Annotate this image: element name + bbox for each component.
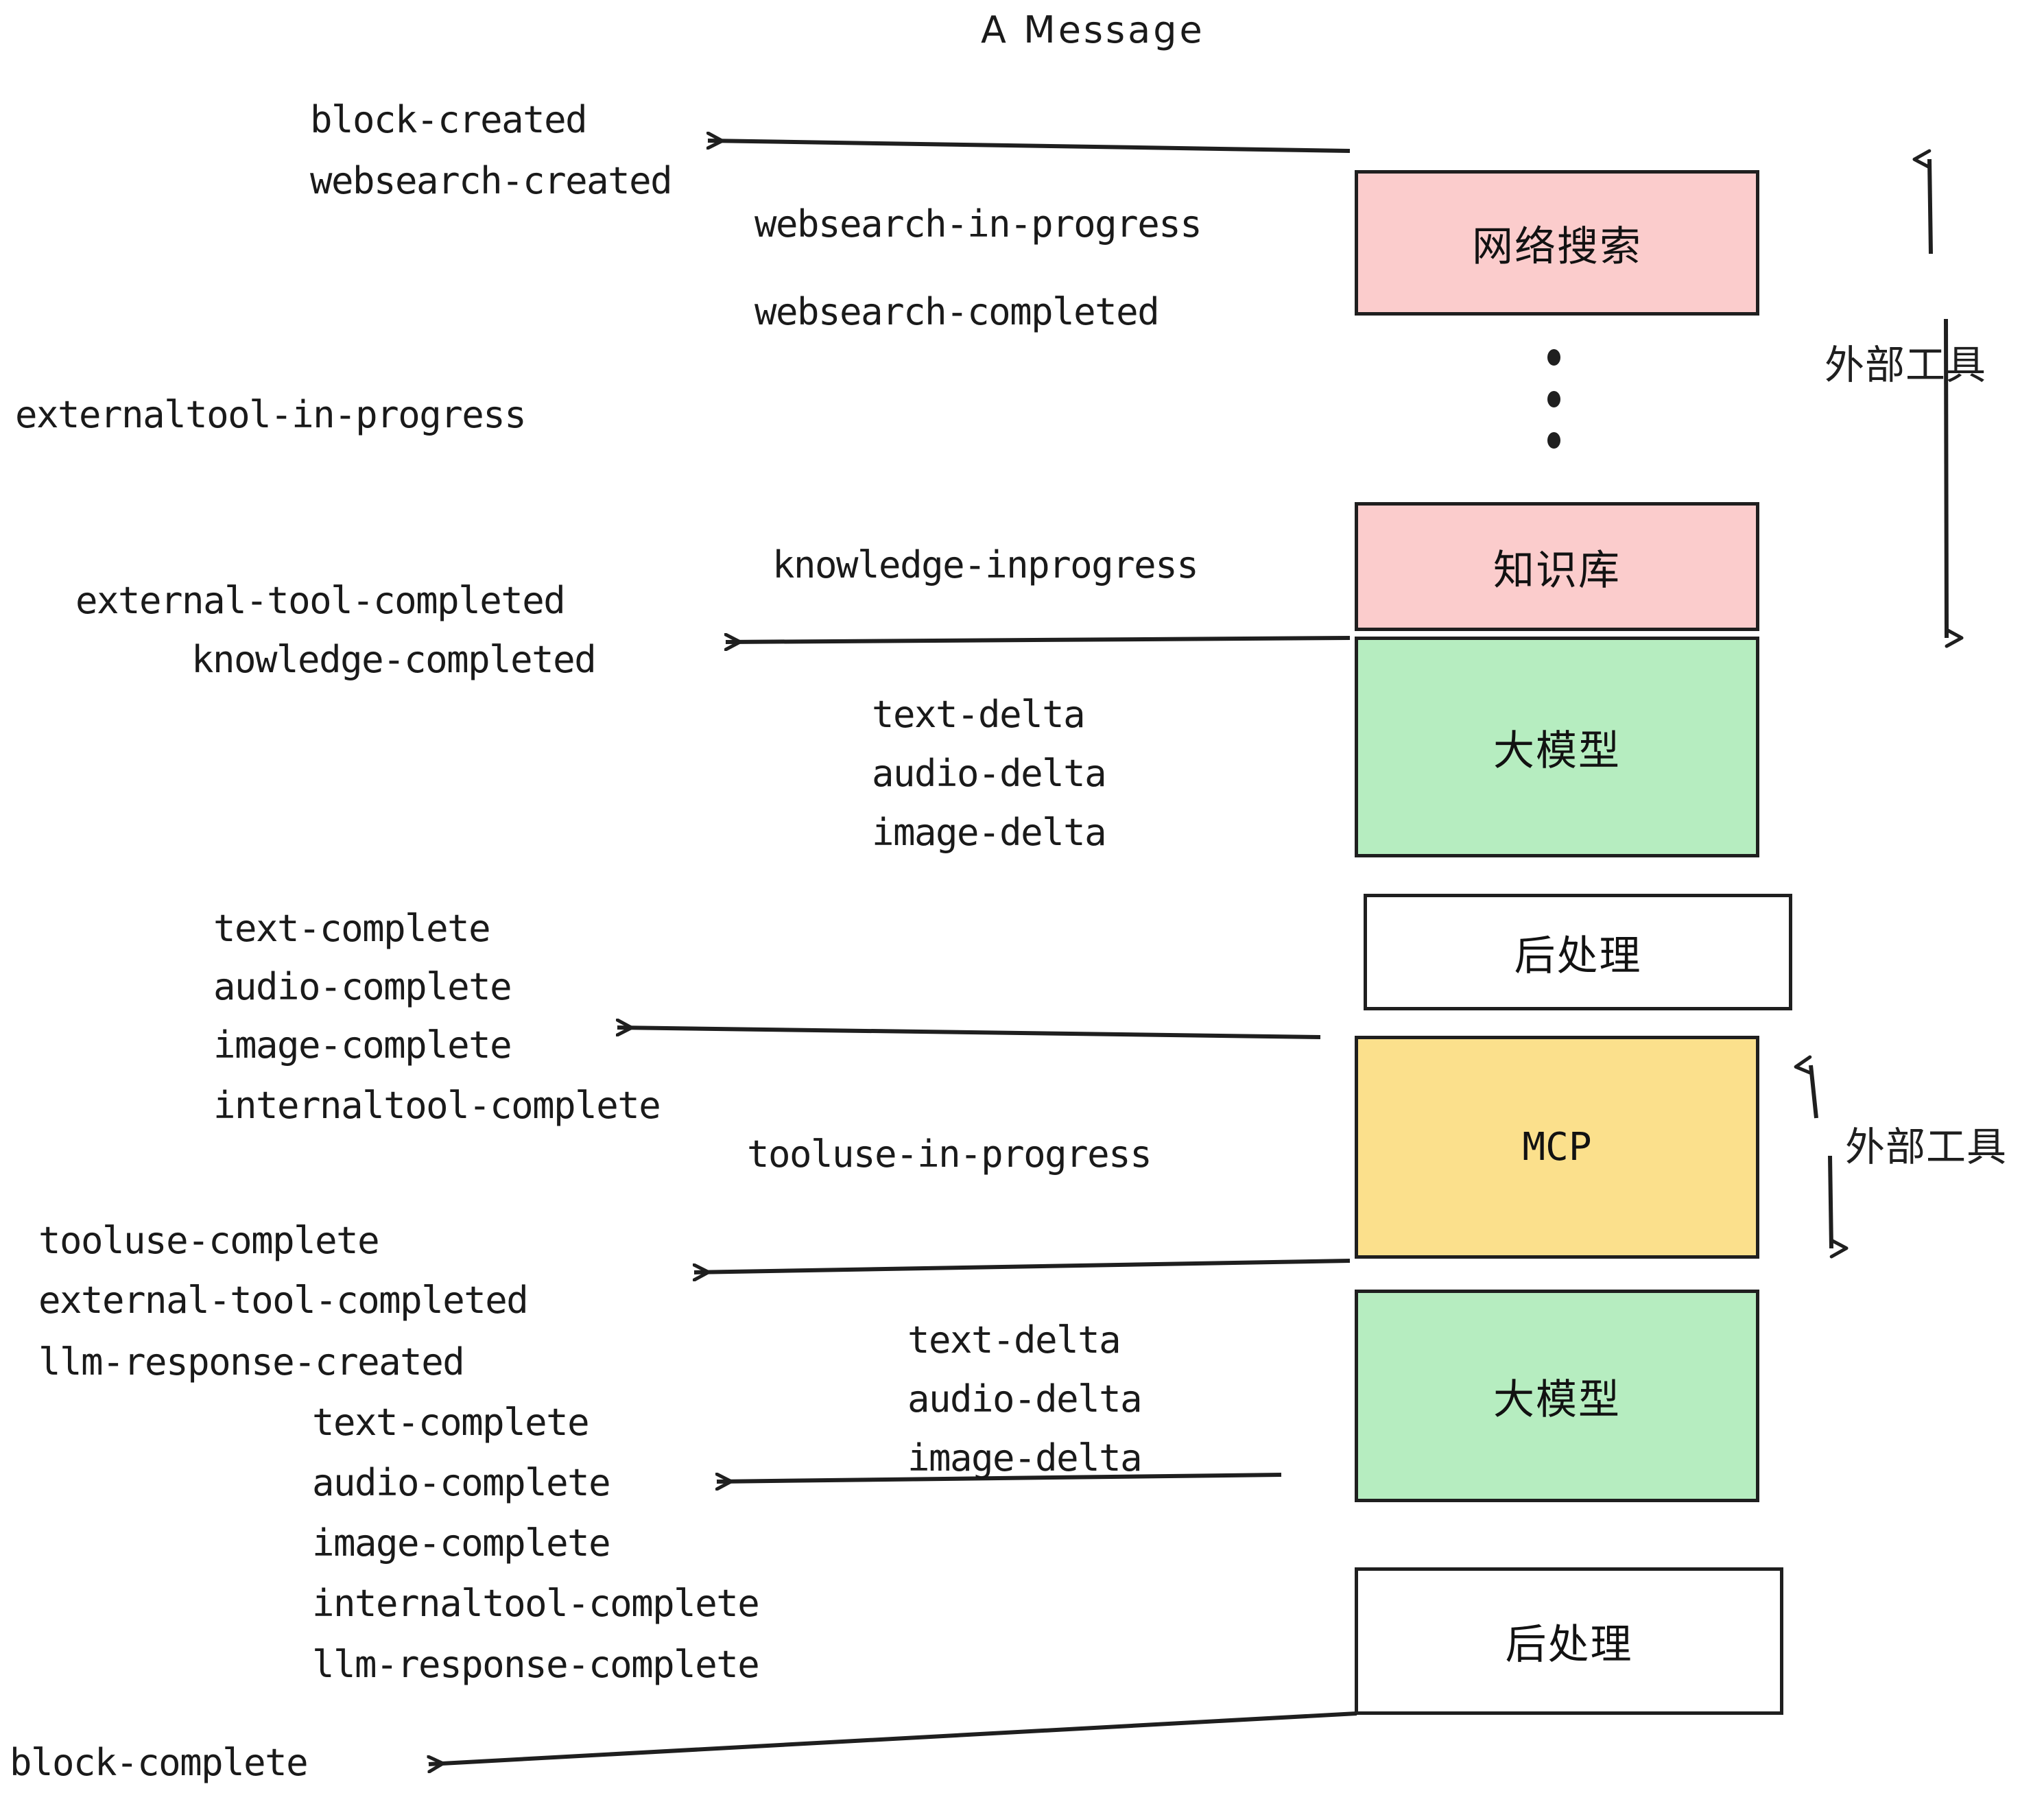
- bracket-bottom-down-arrow: [1828, 1155, 1849, 1259]
- event-label-tooluse-complete: tooluse-complete: [38, 1219, 380, 1262]
- event-label-audio-delta-2: audio-delta: [907, 1377, 1143, 1421]
- arrow-block-created: [708, 141, 1351, 153]
- event-label-audio-complete-1: audio-complete: [213, 965, 512, 1008]
- box-websearch[interactable]: 网络搜索: [1355, 170, 1759, 316]
- box-knowledge-label: 知识库: [1493, 546, 1621, 595]
- event-label-internaltool-complete-1: internaltool-complete: [213, 1084, 661, 1127]
- event-label-knowledge-completed: knowledge-completed: [191, 638, 597, 681]
- arrow-image-complete: [617, 1028, 1321, 1039]
- event-label-external-tool-completed-1: external-tool-completed: [75, 579, 566, 622]
- event-label-block-complete: block-complete: [10, 1741, 309, 1784]
- box-llm-bottom[interactable]: 大模型: [1355, 1290, 1759, 1502]
- arrow-knowledge-completed: [726, 638, 1351, 642]
- event-label-internaltool-complete-2: internaltool-complete: [312, 1582, 760, 1625]
- event-label-text-delta-1: text-delta: [872, 693, 1086, 736]
- box-mcp-label: MCP: [1522, 1125, 1592, 1170]
- event-label-audio-delta-1: audio-delta: [872, 752, 1107, 795]
- bracket-label-external-tools-top: 外部工具: [1825, 342, 1987, 388]
- arrow-block-complete: [429, 1711, 1357, 1764]
- event-label-text-complete-2: text-complete: [312, 1401, 590, 1444]
- event-label-image-delta-1: image-delta: [872, 811, 1107, 854]
- event-label-websearch-completed: websearch-completed: [754, 290, 1160, 333]
- event-label-externaltool-in-progress: externaltool-in-progress: [15, 393, 527, 436]
- event-label-websearch-created: websearch-created: [310, 159, 673, 202]
- event-label-block-created: block-created: [310, 98, 588, 141]
- page-title: A Message: [981, 8, 1205, 51]
- box-postprocess-top-label: 后处理: [1514, 931, 1642, 980]
- event-label-tooluse-in-progress: tooluse-in-progress: [747, 1132, 1152, 1176]
- event-label-websearch-in-progress: websearch-in-progress: [754, 202, 1202, 246]
- event-label-text-complete-1: text-complete: [213, 907, 491, 950]
- bracket-top-up-arrow: [1912, 149, 1933, 254]
- event-label-llm-response-created: llm-response-created: [38, 1340, 465, 1384]
- arrow-audio-complete: [717, 1475, 1282, 1482]
- box-postprocess-bottom-label: 后处理: [1505, 1621, 1633, 1669]
- box-websearch-label: 网络搜索: [1472, 222, 1642, 271]
- event-label-image-delta-2: image-delta: [907, 1436, 1143, 1480]
- box-llm-top[interactable]: 大模型: [1355, 637, 1759, 857]
- box-llm-bottom-label: 大模型: [1493, 1375, 1621, 1424]
- event-label-knowledge-inprogress: knowledge-inprogress: [772, 543, 1199, 586]
- box-knowledge[interactable]: 知识库: [1355, 502, 1759, 631]
- box-mcp[interactable]: MCP: [1355, 1036, 1759, 1259]
- arrow-tooluse-complete: [694, 1259, 1351, 1272]
- bracket-top-down-arrow: [1944, 318, 1964, 648]
- event-label-image-complete-1: image-complete: [213, 1023, 512, 1067]
- bracket-label-external-tools-bottom: 外部工具: [1845, 1124, 2008, 1170]
- event-label-llm-response-complete: llm-response-complete: [312, 1643, 760, 1686]
- event-label-audio-complete-2: audio-complete: [312, 1461, 611, 1504]
- ellipsis-dot: [1547, 349, 1560, 366]
- event-label-external-tool-completed-2: external-tool-completed: [38, 1279, 529, 1322]
- bracket-bottom-up-arrow: [1794, 1055, 1818, 1119]
- box-postprocess-top[interactable]: 后处理: [1364, 894, 1792, 1010]
- event-label-text-delta-2: text-delta: [907, 1318, 1121, 1362]
- event-label-image-complete-2: image-complete: [312, 1521, 611, 1565]
- box-postprocess-bottom[interactable]: 后处理: [1355, 1567, 1783, 1715]
- ellipsis-dot: [1547, 391, 1560, 407]
- ellipsis-dot: [1547, 432, 1560, 449]
- box-llm-top-label: 大模型: [1493, 726, 1621, 775]
